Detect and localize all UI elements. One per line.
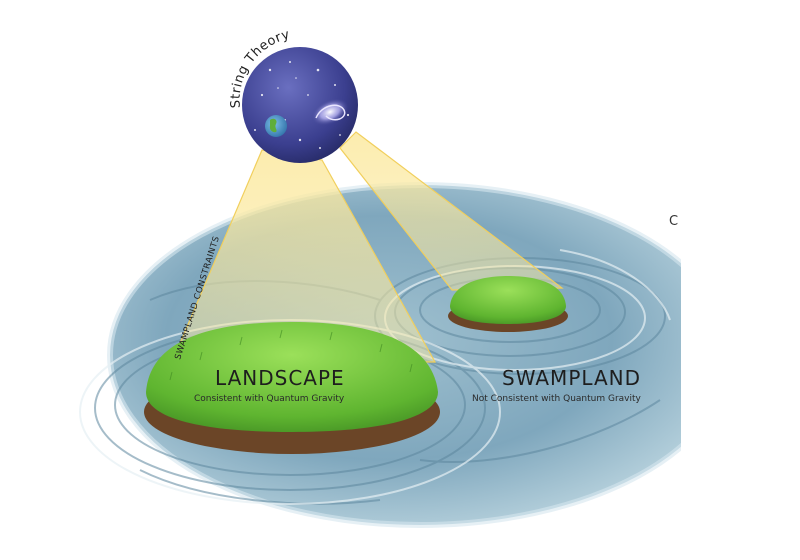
partial-text: C [669, 214, 679, 229]
landscape-island [144, 322, 440, 454]
earth-icon [265, 115, 287, 137]
landscape-subtitle: Consistent with Quantum Gravity [194, 394, 345, 404]
diagram-canvas: String Theory SWAMPLAND CONSTRAINTS LAND… [79, 27, 681, 528]
galaxy-icon [311, 98, 349, 126]
swampland-title: SWAMPLAND [502, 366, 642, 390]
string-theory-diagram: String Theory SWAMPLAND CONSTRAINTS [79, 27, 681, 528]
small-island [448, 276, 568, 332]
landscape-title: LANDSCAPE [215, 366, 345, 390]
planet-icon [242, 47, 358, 163]
swampland-subtitle: Not Consistent with Quantum Gravity [472, 394, 641, 404]
